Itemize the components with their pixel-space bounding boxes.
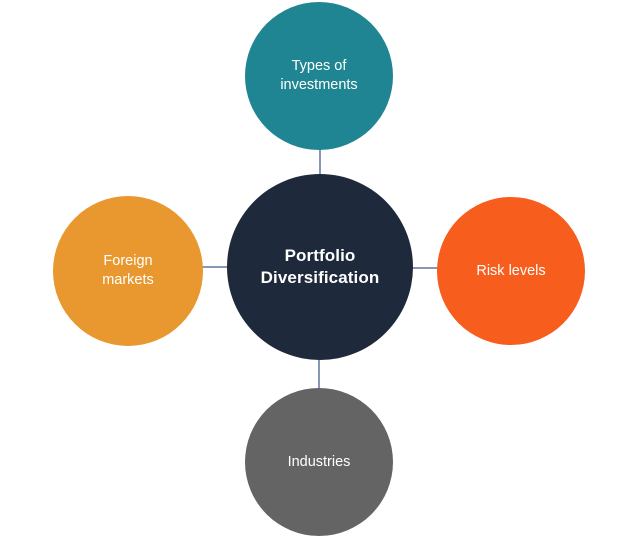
node-label-types-of-investments: Types of investments (280, 58, 358, 93)
node-label-risk-levels: Risk levels (476, 262, 546, 279)
connector-center-to-bottom (318, 358, 320, 390)
connector-center-to-top (319, 148, 321, 176)
connector-center-to-right (411, 267, 439, 269)
node-label-portfolio-diversification: Portfolio Diversification (260, 245, 380, 287)
node-types-of-investments[interactable]: Types of investments (245, 2, 393, 150)
node-label-industries: Industries (287, 453, 351, 470)
node-foreign-markets[interactable]: Foreign markets (53, 196, 203, 346)
node-industries[interactable]: Industries (245, 388, 393, 536)
node-label-foreign-markets: Foreign markets (102, 253, 154, 288)
node-portfolio-diversification[interactable]: Portfolio Diversification (227, 174, 413, 360)
node-risk-levels[interactable]: Risk levels (437, 197, 585, 345)
connector-center-to-left (201, 266, 229, 268)
